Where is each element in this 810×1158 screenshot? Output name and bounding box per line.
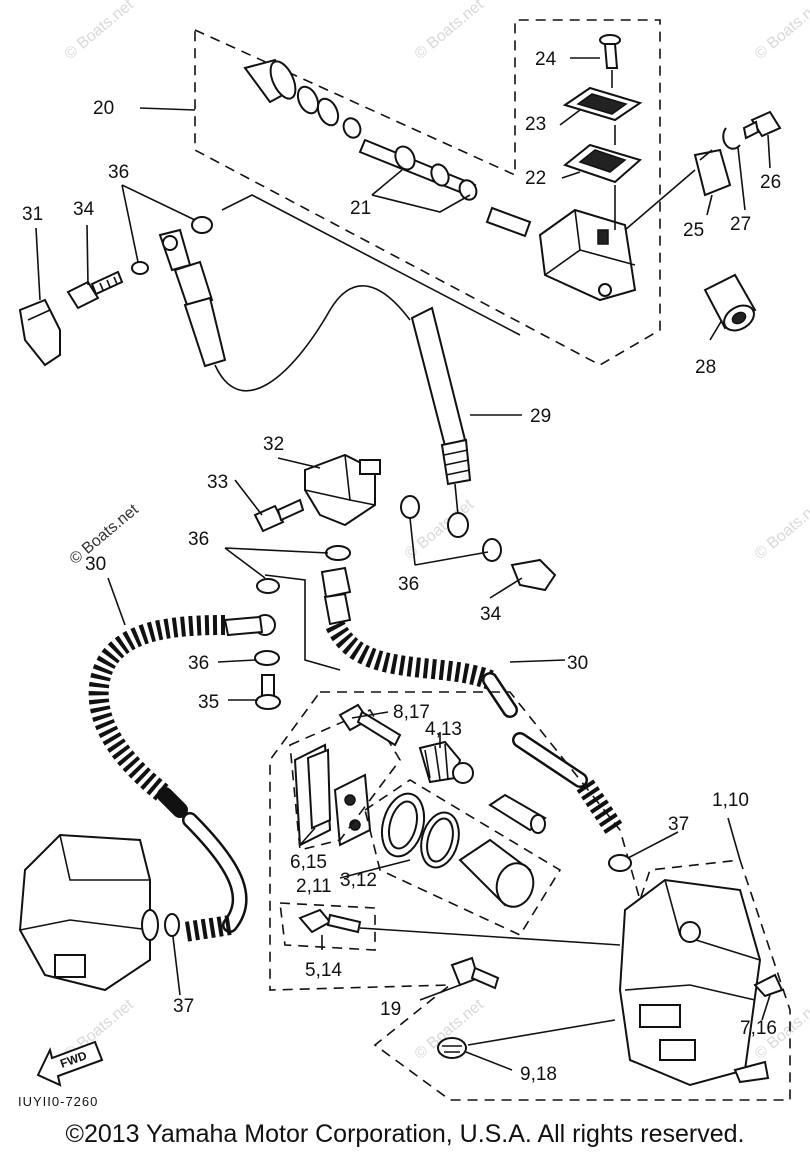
callout-20: 20 (93, 98, 114, 119)
brake-pad-6-15 (293, 743, 332, 847)
watermark: © Boats.net (752, 0, 810, 63)
callout-8-17: 8,17 (393, 702, 430, 723)
mount-bracket-31 (18, 298, 61, 367)
union-bolt-34 (510, 558, 557, 592)
brake-hose-30-right (320, 566, 624, 836)
callout-37: 37 (668, 814, 689, 835)
watermark: © Boats.net (62, 0, 138, 63)
brake-hose-29 (158, 194, 521, 538)
bleeder-group-outline (279, 902, 376, 951)
watermark: © Boats.net (412, 0, 488, 63)
bolt-33 (253, 498, 305, 533)
bleed-bolt-35 (255, 674, 281, 710)
washer-27 (722, 127, 741, 150)
callout-21: 21 (350, 198, 371, 219)
washer-36 (256, 578, 280, 594)
leader-lines (35, 57, 771, 1071)
callout-2-11: 2,11 (296, 876, 332, 897)
callout-3-12: 3,12 (340, 870, 377, 891)
washer-36 (131, 261, 149, 275)
hose-joint-32 (304, 453, 381, 527)
exploded-parts-diagram: © Boats.net © Boats.net © Boats.net © Bo… (18, 0, 810, 1109)
bolt-19 (450, 956, 500, 990)
callout-34: 34 (73, 199, 95, 220)
screw-24 (599, 34, 621, 69)
reservoir-diaphragm-22 (562, 143, 643, 184)
washer-36 (482, 538, 502, 562)
clip-7-16 (733, 1060, 770, 1084)
clip-7-16 (753, 973, 784, 998)
washer-36 (400, 495, 420, 519)
copyright-notice: ©2013 Yamaha Motor Corporation, U.S.A. A… (65, 1120, 745, 1148)
slide-pin-4-13 (418, 740, 474, 784)
fwd-arrow-icon: FWD (36, 1040, 104, 1087)
washer-37 (164, 913, 180, 937)
callout-4-13: 4,13 (425, 719, 462, 740)
callout-36: 36 (188, 529, 209, 550)
callout-19: 19 (380, 999, 401, 1020)
callout-35: 35 (198, 692, 219, 713)
brake-switch-25 (693, 148, 732, 197)
brake-pad-6-15 (333, 773, 372, 847)
brake-caliper-1-10 (618, 878, 762, 1087)
callout-6-15: 6,15 (290, 852, 327, 873)
boot-28 (703, 273, 757, 332)
callout-36: 36 (398, 574, 419, 595)
callout-36: 36 (188, 653, 209, 674)
piston-2-11 (458, 838, 535, 908)
callout-37: 37 (173, 996, 194, 1017)
callout-29: 29 (530, 406, 551, 427)
washer-37 (608, 854, 632, 872)
callout-24: 24 (535, 49, 557, 70)
washer-36 (254, 650, 280, 666)
master-cylinder-group-outline (194, 19, 661, 366)
washer-36 (191, 216, 213, 234)
union-bolt-34 (66, 270, 124, 310)
push-rod-21 (358, 138, 532, 238)
callout-33: 33 (207, 472, 228, 493)
callout-31: 31 (22, 204, 43, 225)
callout-26: 26 (760, 172, 781, 193)
brake-hose-30-left (88, 614, 276, 942)
callout-36: 36 (108, 162, 129, 183)
callout-9-18: 9,18 (520, 1064, 557, 1085)
callout-30: 30 (85, 554, 106, 575)
caliper-group-outline (269, 691, 791, 1101)
bolt-26 (742, 110, 782, 140)
callout-5-14: 5,14 (305, 960, 342, 981)
plug-9-18 (437, 1037, 467, 1059)
callout-34: 34 (480, 604, 502, 625)
callout-7-16: 7,16 (740, 1018, 777, 1039)
callout-27: 27 (730, 214, 751, 235)
piston-kit-20 (243, 58, 362, 139)
watermark: © Boats.net (752, 496, 810, 563)
callout-32: 32 (263, 434, 284, 455)
callout-25: 25 (683, 220, 704, 241)
sleeve (488, 793, 547, 834)
master-cylinder-body (538, 208, 637, 302)
callout-1-10: 1,10 (712, 790, 749, 811)
drawing-code: IUYII0-7260 (18, 1094, 98, 1109)
brake-caliper-left (18, 833, 159, 992)
callout-22: 22 (525, 168, 546, 189)
callout-30: 30 (567, 653, 588, 674)
callout-23: 23 (525, 114, 546, 135)
callouts: 20 21 22 23 24 25 26 27 28 29 31 34 36 3… (22, 49, 781, 1085)
callout-28: 28 (695, 357, 716, 378)
washer-36 (325, 545, 351, 561)
seal-kit-3-12 (380, 792, 460, 869)
bleeder-5-14 (298, 908, 362, 934)
reservoir-cap-23 (562, 86, 643, 122)
